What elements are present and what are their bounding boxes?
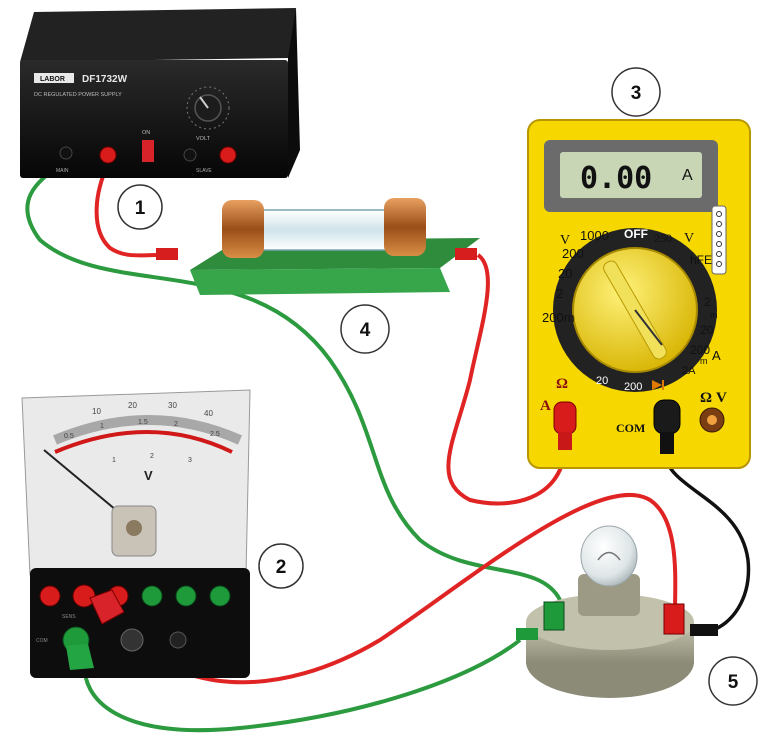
fuse-clip-right[interactable]: [455, 248, 477, 260]
voltmeter-unit: V: [144, 468, 153, 483]
psu-terminal-slave-positive[interactable]: [220, 147, 236, 163]
svg-text:A: A: [712, 348, 721, 363]
dial-acv-label: V: [684, 231, 694, 246]
lamp-green-clip-2[interactable]: [516, 628, 538, 640]
jack-a-label: A: [540, 398, 551, 414]
voltmeter-com-label: COM: [36, 638, 48, 644]
callout-number-2: 2: [276, 557, 287, 578]
svg-text:2A: 2A: [682, 365, 696, 377]
callout-4: 4: [341, 305, 389, 353]
jack-ohm-right: Ω: [700, 390, 712, 406]
fuse-cap-left: [222, 200, 264, 258]
power-supply-subtitle: DC REGULATED POWER SUPPLY: [34, 92, 122, 98]
svg-text:0.5: 0.5: [64, 433, 74, 440]
svg-text:20: 20: [128, 401, 137, 410]
lamp-black-clip[interactable]: [690, 624, 718, 636]
multimeter-unit: A: [682, 167, 693, 184]
lamp-green-clip[interactable]: [544, 602, 564, 630]
multimeter: 0.00 A OFF 1000 200 20 2 200m V V 250 hF…: [528, 120, 750, 468]
callout-5: 5: [709, 657, 757, 705]
svg-text:2: 2: [174, 421, 178, 428]
svg-text:1: 1: [100, 423, 104, 430]
svg-text:200m: 200m: [542, 310, 575, 325]
jack-ohm-left: Ω: [556, 376, 568, 392]
hfe-socket: [712, 206, 726, 274]
jack-com-label: COM: [616, 421, 645, 435]
power-switch-label: ON: [142, 130, 150, 136]
power-supply-brand: LABOR: [40, 76, 65, 83]
svg-text:1: 1: [112, 457, 116, 464]
callout-3: 3: [612, 68, 660, 116]
voltmeter-sens-label: SENS: [62, 614, 76, 620]
dial-acv-250: 250: [654, 231, 672, 245]
svg-text:2: 2: [556, 286, 563, 301]
svg-text:1.5: 1.5: [138, 419, 148, 426]
svg-text:m: m: [710, 310, 718, 320]
svg-text:10: 10: [92, 407, 101, 416]
psu-terminal-positive[interactable]: [100, 147, 116, 163]
svg-text:2.5: 2.5: [210, 431, 220, 438]
dial-dcv-label: V: [560, 233, 570, 248]
voltmeter-panel: [30, 568, 250, 678]
svg-text:30: 30: [168, 401, 177, 410]
svg-text:40: 40: [204, 409, 213, 418]
callout-number-1: 1: [135, 198, 146, 219]
multimeter-reading: 0.00: [580, 161, 652, 196]
power-supply-top: [20, 8, 296, 62]
fuse-clip-left[interactable]: [156, 248, 178, 260]
lamp: [516, 526, 718, 698]
voltmeter-terminal-red-2[interactable]: [73, 585, 95, 607]
lamp-bulb: [581, 526, 637, 586]
svg-text:1000: 1000: [580, 228, 609, 243]
svg-text:200: 200: [690, 343, 710, 357]
svg-text:200: 200: [624, 381, 642, 393]
dial-off: OFF: [624, 227, 648, 241]
svg-text:20: 20: [700, 323, 714, 337]
multimeter-jack-a[interactable]: [554, 402, 576, 434]
psu-main-label: MAIN: [56, 168, 69, 174]
knob-label: VOLT: [196, 136, 211, 142]
power-supply-model: DF1732W: [82, 74, 128, 85]
voltmeter: 10 20 30 40 0.5 1 1.5 2 2.5 1 2 3 V SENS…: [22, 390, 250, 678]
voltmeter-terminal-green-3[interactable]: [210, 586, 230, 606]
callout-1: 1: [118, 185, 162, 229]
svg-text:2: 2: [704, 295, 711, 309]
lamp-red-clip[interactable]: [664, 604, 684, 634]
jack-v-label: V: [716, 390, 727, 406]
callout-number-3: 3: [631, 83, 642, 104]
svg-text:hFE: hFE: [690, 253, 712, 267]
psu-terminal-negative[interactable]: [60, 147, 72, 159]
fuse-base: [190, 268, 450, 295]
psu-slave-label: SLAVE: [196, 168, 212, 174]
svg-text:20: 20: [596, 375, 608, 387]
callout-number-4: 4: [360, 320, 371, 341]
svg-text:m: m: [700, 356, 708, 366]
svg-text:200: 200: [562, 246, 584, 261]
psu-terminal-slave-negative[interactable]: [184, 149, 196, 161]
fuse-cap-right: [384, 198, 426, 256]
voltmeter-terminal-red-1[interactable]: [40, 586, 60, 606]
multimeter-jack-com[interactable]: [654, 400, 680, 434]
callout-2: 2: [259, 544, 303, 588]
svg-text:20: 20: [558, 266, 572, 281]
voltmeter-terminal-green-1[interactable]: [142, 586, 162, 606]
callout-number-5: 5: [728, 672, 739, 693]
power-supply: LABOR DF1732W DC REGULATED POWER SUPPLY …: [20, 8, 300, 178]
power-switch[interactable]: [142, 140, 154, 162]
svg-text:2: 2: [150, 453, 154, 460]
svg-text:3: 3: [188, 457, 192, 464]
voltmeter-terminal-green-2[interactable]: [176, 586, 196, 606]
fuse-holder: [156, 198, 480, 295]
